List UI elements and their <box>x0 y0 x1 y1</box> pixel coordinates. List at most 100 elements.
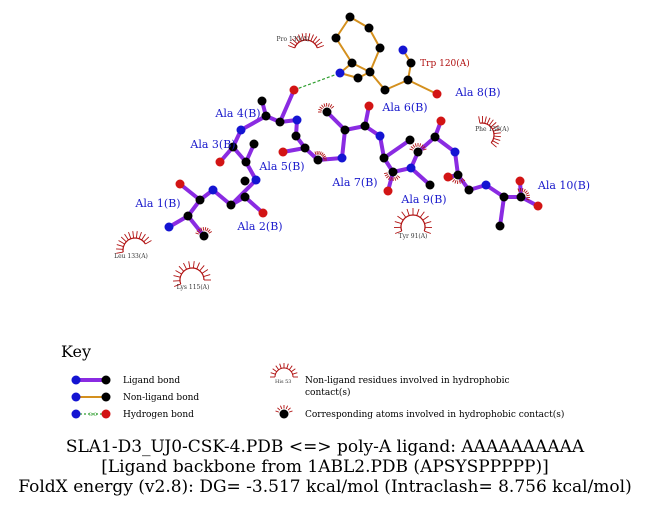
atom-n3 <box>251 175 261 185</box>
hydrophobic-arc-3-spike-7 <box>132 231 135 239</box>
hydrophobic-arc-4-spike-8 <box>196 262 200 270</box>
hydrophobic-arc-1-spike-6 <box>492 125 499 130</box>
hydrophobic-atom-c10-spike-3 <box>523 188 526 193</box>
key-ligand-bond-atom-c <box>101 375 111 385</box>
hydrophobic-atom-c10-spike-6 <box>526 194 530 197</box>
ligand-bond-24 <box>340 128 347 160</box>
hydrophobic-arc-1-spike-11 <box>492 140 499 145</box>
atom-tg <box>353 73 363 83</box>
key-arc-spike-1 <box>270 372 276 375</box>
ligand-bond-14 <box>239 114 268 132</box>
ligand-bond-8 <box>229 178 258 207</box>
hydrophobic-arc-0 <box>294 39 318 49</box>
key-hydrophobic-residue: His 53 Non-ligand residues involved in h… <box>270 363 510 398</box>
key-atom-spike-4 <box>285 405 288 410</box>
atom-o4 <box>289 85 299 95</box>
ligand-residue-label-6: Ala 7(B) <box>331 176 377 189</box>
hydrophobic-atom-ca8-spike-0 <box>409 148 413 151</box>
hydrophobic-residue-label-1: Phe 138(A) <box>475 126 509 133</box>
key-arc-spike-7 <box>288 365 293 370</box>
nonligand-bond-13 <box>407 79 438 95</box>
atom-n5 <box>292 115 302 125</box>
hydrophobic-arc-4-spike-5 <box>183 262 188 270</box>
key-arc-spike-2 <box>272 368 277 373</box>
hydrophobic-arc-2-spike-0 <box>394 230 402 234</box>
hydrophobic-arc-0-spike-4 <box>298 34 302 42</box>
hydrophobic-residue-3: Leu 133(A) <box>114 231 152 260</box>
hydrophobic-atom-ca8-spike-2 <box>412 144 416 148</box>
atom-cb5 <box>313 155 323 165</box>
key-example-residue: His 53 <box>275 379 291 385</box>
key-atom-spike-2 <box>280 405 283 410</box>
atom-o6 <box>364 101 374 111</box>
hydrophobic-atom-c7-spike-0 <box>396 175 401 179</box>
hydrophobic-atom-cb1-spike-7 <box>207 229 211 233</box>
atom-cb3 <box>249 139 259 149</box>
hydrophobic-arc-0-spike-2 <box>291 38 298 45</box>
hydrophobic-atom-c10-spike-2 <box>521 188 524 192</box>
key-nonligand-bond-atom-n <box>71 392 81 402</box>
key-arc-spike-8 <box>291 368 296 373</box>
atom-cb2 <box>240 176 250 186</box>
hydrophobic-arc-2-spike-7 <box>416 208 420 216</box>
label-layer: Ala 1(B)Ala 2(B)Ala 3(B)Ala 4(B)Ala 5(B)… <box>134 58 590 233</box>
hydrophobic-arc-1-spike-7 <box>493 128 501 132</box>
hydrophobic-atom-ca9-spike-5 <box>452 179 456 183</box>
atom-n4 <box>236 125 246 135</box>
key-hydrogen-bond-label: Hydrogen bond <box>123 410 194 420</box>
hydrophobic-atom-ca8-spike-5 <box>419 143 422 147</box>
hydrophobic-arc-3-spike-6 <box>128 231 132 239</box>
hydrophobic-arc-0-spike-7 <box>307 33 311 41</box>
hydrophobic-atom-c7-spike-1 <box>395 176 399 180</box>
key-hydrophobic-residue-line1: Non-ligand residues involved in hydropho… <box>305 376 510 386</box>
hydrophobic-atom-cb6-spike-7 <box>329 104 333 108</box>
key-atom-spike-5 <box>287 407 291 411</box>
atom-c10 <box>516 192 526 202</box>
hydrophobic-arc-1 <box>479 122 495 144</box>
key-hydrophobic-atom: Corresponding atoms involved in hydropho… <box>275 405 564 420</box>
atom-o7 <box>383 186 393 196</box>
hydrophobic-residue-1: Phe 138(A) <box>475 115 509 148</box>
hydrophobic-arc-3-spike-10 <box>141 233 146 241</box>
hydrophobic-arc-0-spike-11 <box>315 41 323 47</box>
hydrophobic-arc-2-spike-12 <box>424 230 432 234</box>
atom-o5 <box>278 147 288 157</box>
atom-o2 <box>258 208 268 218</box>
atom-n2 <box>208 185 218 195</box>
key-arc-spike-6 <box>286 363 289 369</box>
hydrophobic-arc-1-spike-4 <box>488 119 494 126</box>
hydrophobic-residue-label-4: Lys 115(A) <box>177 284 210 291</box>
hydrophobic-arc-4 <box>179 267 205 285</box>
hydrophobic-arc-4-spike-11 <box>203 274 211 277</box>
atom-ca4 <box>261 111 271 121</box>
key-nonligand-bond: Non-ligand bond <box>71 392 199 403</box>
hydrophobic-arc-3-spike-2 <box>116 244 124 247</box>
ligand-residue-label-9: Ala 10(B) <box>537 179 590 192</box>
atom-cb7 <box>405 135 415 145</box>
hydrophobic-arc-1-spike-0 <box>478 116 481 124</box>
atom-ca3 <box>241 157 251 167</box>
hydrophobic-arc-1-spike-10 <box>493 138 501 141</box>
key-atom-spike-0 <box>275 410 279 413</box>
atom-n9 <box>450 147 460 157</box>
hydrophobic-arc-1-spike-2 <box>484 116 487 124</box>
hydrophobic-atom-cb1-spike-8 <box>208 231 213 234</box>
hydrophobic-arc-4-spike-7 <box>192 261 195 269</box>
atom-tc <box>375 43 385 53</box>
key-legend: Key Ligand bond Non-ligand bond 3.0 Hydr… <box>61 342 564 420</box>
ligand-residue-label-1: Ala 2(B) <box>236 220 282 233</box>
ligand-bond-32 <box>382 138 412 160</box>
hydrophobic-atom-cb1-spike-6 <box>206 227 209 232</box>
hydrophobic-atom-c7-spike-2 <box>394 177 397 181</box>
hydrophobic-atom-cb1-spike-3 <box>200 227 203 232</box>
hydrophobic-atom-ca8-spike-7 <box>422 146 426 150</box>
atom-ta <box>345 12 355 22</box>
atom-c8 <box>430 132 440 142</box>
hydrophobic-atom-cb1-spike-5 <box>204 227 207 231</box>
atom-cb8 <box>425 180 435 190</box>
hydrophobic-atom-ca8-spike-8 <box>423 148 427 151</box>
atom-td <box>365 67 375 77</box>
atom-c9 <box>464 185 474 195</box>
hydrophobic-arc-3-spike-5 <box>124 233 129 241</box>
hydrophobic-arc-1-spike-12 <box>490 142 497 148</box>
